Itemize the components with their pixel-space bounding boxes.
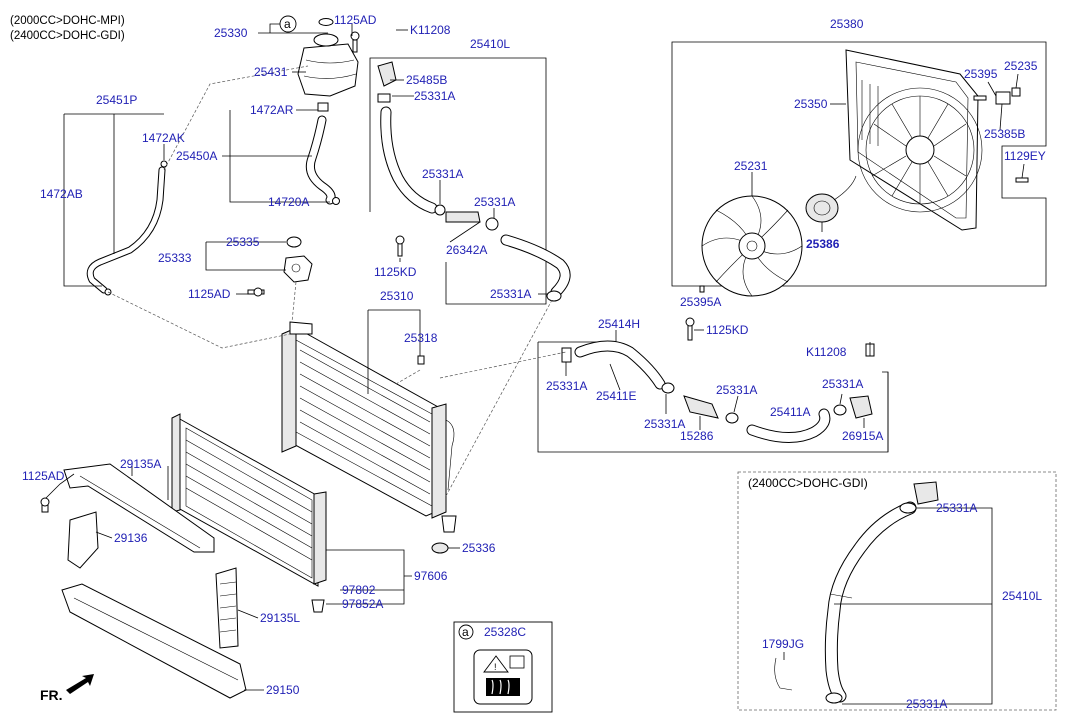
label-1472AR: 1472AR xyxy=(250,103,294,117)
label-25350: 25350 xyxy=(794,97,828,111)
label-25411A: 25411A xyxy=(770,405,810,419)
hot-coolant-warning-icon: ! xyxy=(473,649,533,705)
label-1472AK: 1472AK xyxy=(142,131,185,145)
fan-shroud-group xyxy=(671,41,1047,297)
callout-circle-icon xyxy=(458,624,474,640)
air-guards xyxy=(40,463,247,699)
callout-part-number: 25328C xyxy=(484,625,526,639)
label-25380: 25380 xyxy=(830,17,864,31)
bypass-hose-25451P xyxy=(86,160,168,296)
label-25335: 25335 xyxy=(226,235,260,249)
label-25451P: 25451P xyxy=(96,93,137,107)
connection-dashed-lines xyxy=(107,65,567,497)
label-97606: 97606 xyxy=(414,569,448,583)
label-97852A: 97852A xyxy=(342,597,383,611)
label-1125AD-top: 1125AD xyxy=(334,13,377,27)
label-25450A: 25450A xyxy=(176,149,217,163)
label-25331A-4: 25331A xyxy=(490,287,531,301)
label-25310: 25310 xyxy=(380,289,414,303)
label-25414H: 25414H xyxy=(598,317,640,331)
callout-symbol: a xyxy=(462,625,469,639)
callout-symbol-top: a xyxy=(284,17,291,31)
lower-hose-box xyxy=(537,317,889,453)
callout-box: a 25328C ! xyxy=(453,621,553,713)
label-25331A-7: 25331A xyxy=(822,377,863,391)
reservoir-cap xyxy=(313,33,339,47)
label-25485B: 25485B xyxy=(406,73,447,87)
condenser-97606 xyxy=(171,413,327,613)
label-25410L-gdi: 25410L xyxy=(1002,589,1042,603)
gdi-subbox: (2400CC>DOHC-GDI) xyxy=(737,471,1057,711)
label-25331A-1: 25331A xyxy=(414,89,455,103)
front-label: FR. xyxy=(40,687,63,703)
label-15286: 15286 xyxy=(680,429,714,443)
label-25331A-2: 25331A xyxy=(422,167,463,181)
part-labels: 25330 1125AD K11208 25410L 25380 25431 2… xyxy=(22,13,1046,711)
label-25333: 25333 xyxy=(158,251,192,265)
label-25331A-gdi-2: 25331A xyxy=(906,697,947,711)
label-1125KD-1: 1125KD xyxy=(374,265,417,279)
label-25231: 25231 xyxy=(734,159,768,173)
label-1472AB: 1472AB xyxy=(40,187,83,201)
label-25336: 25336 xyxy=(462,541,496,555)
label-K11208-2: K11208 xyxy=(806,345,847,359)
reservoir-clip xyxy=(317,102,329,112)
reservoir-group xyxy=(297,18,360,205)
radiator-25310 xyxy=(281,321,457,554)
reservoir-tank xyxy=(297,43,359,97)
engine-gdi-header: (2400CC>DOHC-GDI) xyxy=(10,30,125,42)
label-25318: 25318 xyxy=(404,331,438,345)
label-97802: 97802 xyxy=(342,583,376,597)
gdi-box-title: (2400CC>DOHC-GDI) xyxy=(748,476,868,490)
front-arrow-icon xyxy=(66,674,94,694)
leader-lines xyxy=(45,23,1025,691)
label-1125KD-2: 1125KD xyxy=(706,323,749,337)
label-26915A: 26915A xyxy=(842,429,883,443)
label-25235: 25235 xyxy=(1004,59,1038,73)
label-1799JG: 1799JG xyxy=(762,637,804,651)
svg-text:!: ! xyxy=(494,662,497,672)
label-1129EY: 1129EY xyxy=(1004,149,1046,163)
label-1125AD-left: 1125AD xyxy=(22,469,65,483)
label-25331A-6: 25331A xyxy=(716,383,757,397)
label-14720A: 14720A xyxy=(268,195,309,209)
label-29135L: 29135L xyxy=(260,611,300,625)
label-25395: 25395 xyxy=(964,67,998,81)
label-29135A: 29135A xyxy=(120,457,161,471)
label-K11208-top: K11208 xyxy=(410,23,451,37)
label-25331A-8: 25331A xyxy=(644,417,685,431)
label-26342A: 26342A xyxy=(446,243,487,257)
label-25410L-top: 25410L xyxy=(470,37,510,51)
label-25386: 25386 xyxy=(806,237,840,251)
label-29136: 29136 xyxy=(114,531,148,545)
label-25330: 25330 xyxy=(214,26,248,40)
label-25411E: 25411E xyxy=(596,389,636,403)
label-25385B: 25385B xyxy=(984,127,1025,141)
label-25331A-3: 25331A xyxy=(474,195,515,209)
label-25331A-5: 25331A xyxy=(546,379,587,393)
label-25331A-gdi-1: 25331A xyxy=(936,501,977,515)
bracket-25333 xyxy=(247,236,313,297)
label-1125AD-mid: 1125AD xyxy=(188,287,231,301)
label-25431: 25431 xyxy=(254,65,288,79)
upper-hose-box xyxy=(369,57,571,305)
engine-mpi-header: (2000CC>DOHC-MPI) xyxy=(10,15,125,27)
label-29150: 29150 xyxy=(266,683,300,697)
label-25395A: 25395A xyxy=(680,295,721,309)
